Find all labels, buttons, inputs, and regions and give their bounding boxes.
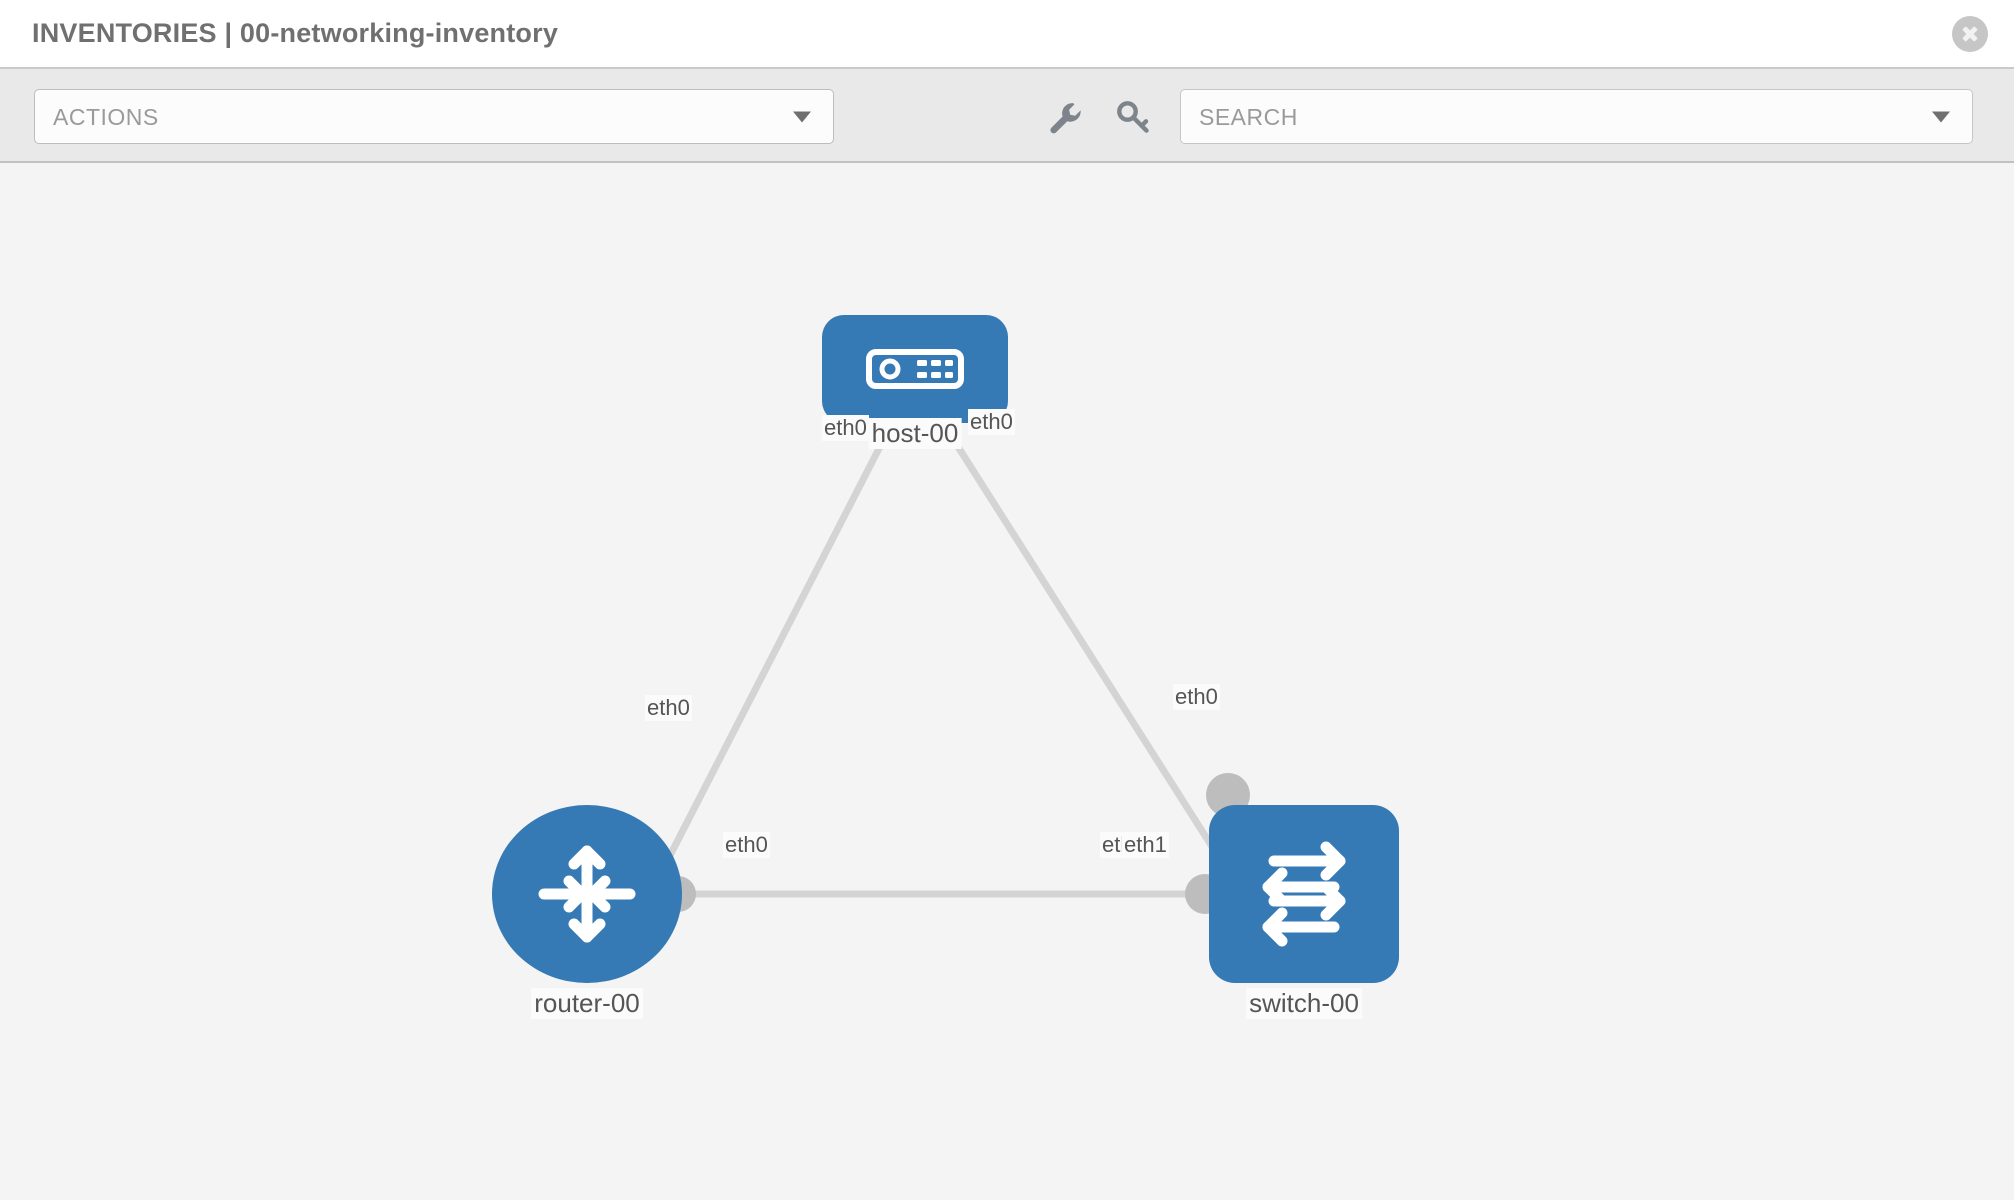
search-input[interactable]: SEARCH bbox=[1180, 89, 1973, 144]
host-node-shape bbox=[822, 315, 1008, 423]
edge-label-router-right: eth0 bbox=[723, 832, 770, 858]
topology-links bbox=[656, 429, 1233, 898]
edge-label-switch-up: eth0 bbox=[1173, 684, 1220, 710]
switch-node-label: switch-00 bbox=[1246, 988, 1362, 1019]
chevron-down-icon[interactable] bbox=[1932, 111, 1950, 122]
topology-node-router-00[interactable]: router-00 bbox=[492, 805, 682, 1030]
search-placeholder: SEARCH bbox=[1199, 104, 1298, 130]
switch-node-shape bbox=[1209, 805, 1399, 983]
page-title: INVENTORIES | 00-networking-inventory bbox=[32, 18, 559, 48]
chevron-down-icon bbox=[793, 111, 811, 122]
switch-arrows-icon bbox=[1262, 841, 1346, 947]
edge-label-switch-left: eth1 bbox=[1122, 832, 1169, 858]
router-node-shape bbox=[492, 805, 682, 983]
wrench-icon[interactable] bbox=[1043, 97, 1085, 139]
link-host-router bbox=[656, 429, 892, 877]
toolbar: ACTIONS SEARCH bbox=[0, 69, 2014, 163]
edge-label-host-left: eth0 bbox=[822, 415, 869, 441]
edge-label-host-right: eth0 bbox=[968, 409, 1015, 435]
link-host-switch bbox=[945, 429, 1233, 877]
topology-canvas[interactable]: host-00 rout bbox=[0, 163, 2014, 1200]
actions-dropdown-label: ACTIONS bbox=[53, 104, 159, 130]
actions-dropdown[interactable]: ACTIONS bbox=[34, 89, 834, 144]
router-node-label: router-00 bbox=[531, 988, 643, 1019]
host-node-label: host-00 bbox=[868, 418, 962, 449]
topology-node-switch-00[interactable]: switch-00 bbox=[1209, 805, 1399, 1030]
topology-node-host-00[interactable]: host-00 bbox=[822, 315, 1008, 465]
edge-label-router-up: eth0 bbox=[645, 695, 692, 721]
key-icon[interactable] bbox=[1112, 97, 1154, 139]
close-icon[interactable] bbox=[1952, 16, 1988, 52]
page-header: INVENTORIES | 00-networking-inventory bbox=[0, 0, 2014, 69]
server-icon bbox=[866, 349, 964, 389]
router-arrows-icon bbox=[538, 845, 636, 943]
